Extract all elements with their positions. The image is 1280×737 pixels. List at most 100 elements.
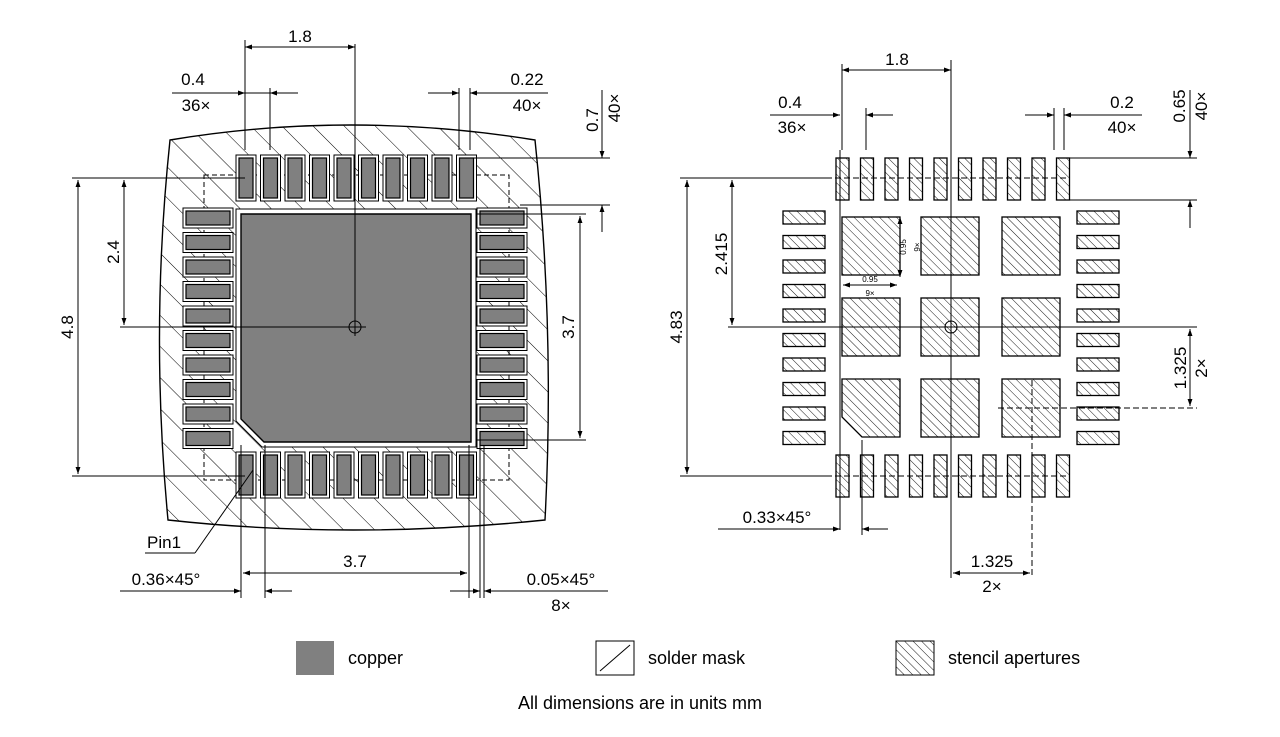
- center-mark: [348, 320, 362, 334]
- stencil-center-aperture: [920, 216, 980, 276]
- stencil-center-aperture: [841, 216, 901, 276]
- center-copper-pad: [240, 213, 472, 443]
- right-pad: [479, 430, 525, 447]
- dim-pad-width-count: 36×: [182, 96, 211, 115]
- left-pad: [185, 357, 231, 373]
- dim-half-height: 2.4: [104, 240, 123, 264]
- dim-center-pad-h: 3.7: [343, 552, 367, 571]
- dim-small-chamfer-count: 8×: [551, 596, 570, 615]
- top-pad: [458, 157, 475, 199]
- left-pad: [185, 430, 231, 447]
- left-pad: [185, 381, 231, 398]
- stencil-left-pad: [782, 332, 826, 348]
- bottom-pad-row: [235, 451, 477, 499]
- r-dim-aperture-a: 0.95: [899, 239, 908, 255]
- left-pad: [185, 210, 231, 226]
- right-pad: [479, 283, 525, 300]
- dim-pad-len-count: 40×: [605, 94, 624, 123]
- top-pad: [409, 157, 426, 199]
- r-dim-chamfer: 0.33×45°: [743, 508, 812, 527]
- stencil-right-pad: [1076, 308, 1120, 323]
- stencil-top-pad: [982, 157, 997, 201]
- stencil-center-aperture: [1001, 216, 1061, 276]
- right-footprint: 1.8 0.4 36× 0.2 40× 0.65 40× 2.415 4.83 …: [667, 50, 1211, 596]
- dim-center-pad-v: 3.7: [559, 315, 578, 339]
- left-pad: [185, 259, 231, 275]
- legend-copper-swatch: [296, 641, 334, 675]
- stencil-right-pad: [1076, 406, 1120, 421]
- stencil-right-pad: [1076, 357, 1120, 372]
- left-footprint: 1.8 0.4 36× 0.22 40× 0.7 40× 2.4 4.8: [58, 27, 624, 615]
- stencil-left-pad: [782, 210, 826, 225]
- r-dim-pad-gap: 0.2: [1110, 93, 1134, 112]
- legend-solder-mask-label: solder mask: [648, 648, 746, 668]
- stencil-right-pad: [1076, 234, 1120, 250]
- r-dim-aperture-pitch-h: 1.325: [971, 552, 1014, 571]
- stencil-right-pad: [1076, 430, 1120, 446]
- stencil-right-pad: [1076, 210, 1120, 225]
- r-dim-pad-len: 0.65: [1170, 89, 1189, 122]
- left-pad: [185, 234, 231, 251]
- r-dim-half-height: 2.415: [712, 233, 731, 276]
- top-pad: [287, 157, 303, 199]
- stencil-top-pad: [884, 157, 899, 201]
- stencil-left-pad: [782, 283, 826, 299]
- dim-pad-len: 0.7: [583, 108, 602, 132]
- top-pad: [434, 157, 450, 199]
- stencil-left-pad: [782, 357, 826, 372]
- bottom-pad: [287, 454, 303, 496]
- stencil-left-pad: [782, 430, 826, 446]
- r-dim-aperture-b-count: 9×: [865, 289, 874, 298]
- left-pad-column: [182, 207, 234, 449]
- left-pad: [185, 406, 231, 422]
- dim-pitch-top: 1.8: [288, 27, 312, 46]
- stencil-left-pad: [782, 259, 826, 274]
- r-dim-aperture-a-count: 9×: [913, 242, 922, 251]
- stencil-left-pad: [782, 234, 826, 250]
- r-dim-pitch-top: 1.8: [885, 50, 909, 69]
- r-dim-aperture-pitch-v: 1.325: [1171, 347, 1190, 390]
- bottom-pad: [409, 454, 426, 496]
- bottom-pad: [458, 454, 475, 496]
- stencil-right-pad: [1076, 283, 1120, 299]
- legend-stencil-label: stencil apertures: [948, 648, 1080, 668]
- right-pad: [479, 259, 525, 275]
- r-dim-pad-width: 0.4: [778, 93, 802, 112]
- stencil-top-pad: [1031, 157, 1046, 201]
- stencil-top-pad: [933, 157, 948, 201]
- stencil-top-row: [835, 157, 1071, 201]
- bottom-pad: [262, 454, 279, 496]
- right-pad: [479, 357, 525, 373]
- dim-pad-gap-count: 40×: [513, 96, 542, 115]
- stencil-top-pad: [1006, 157, 1022, 201]
- stencil-top-pad: [908, 157, 924, 201]
- right-pad: [479, 381, 525, 398]
- stencil-left-pad: [782, 381, 826, 397]
- top-pad: [360, 157, 377, 199]
- stencil-right-pad: [1076, 259, 1120, 274]
- stencil-center-aperture: [920, 378, 980, 438]
- stencil-left-pad: [782, 308, 826, 323]
- r-dim-pad-width-count: 36×: [778, 118, 807, 137]
- legend-stencil-swatch: [895, 640, 935, 676]
- right-pad: [479, 234, 525, 251]
- bottom-pad: [434, 454, 450, 496]
- pin1-label: Pin1: [147, 533, 181, 552]
- units-note: All dimensions are in units mm: [518, 693, 762, 713]
- stencil-top-pad: [1055, 157, 1071, 201]
- r-dim-aperture-b: 0.95: [862, 275, 878, 284]
- bottom-pad: [311, 454, 328, 496]
- left-pad: [185, 283, 231, 300]
- stencil-top-pad: [957, 157, 973, 201]
- dim-small-chamfer: 0.05×45°: [527, 570, 596, 589]
- top-pad: [311, 157, 328, 199]
- dim-pad-width: 0.4: [181, 70, 205, 89]
- right-center-mark: [944, 320, 958, 334]
- r-dim-aperture-pitch-h-count: 2×: [982, 577, 1001, 596]
- dim-pad-gap: 0.22: [510, 70, 543, 89]
- top-pad-row: [235, 154, 477, 202]
- r-dim-aperture-pitch-v-count: 2×: [1192, 358, 1211, 377]
- r-dim-pad-gap-count: 40×: [1108, 118, 1137, 137]
